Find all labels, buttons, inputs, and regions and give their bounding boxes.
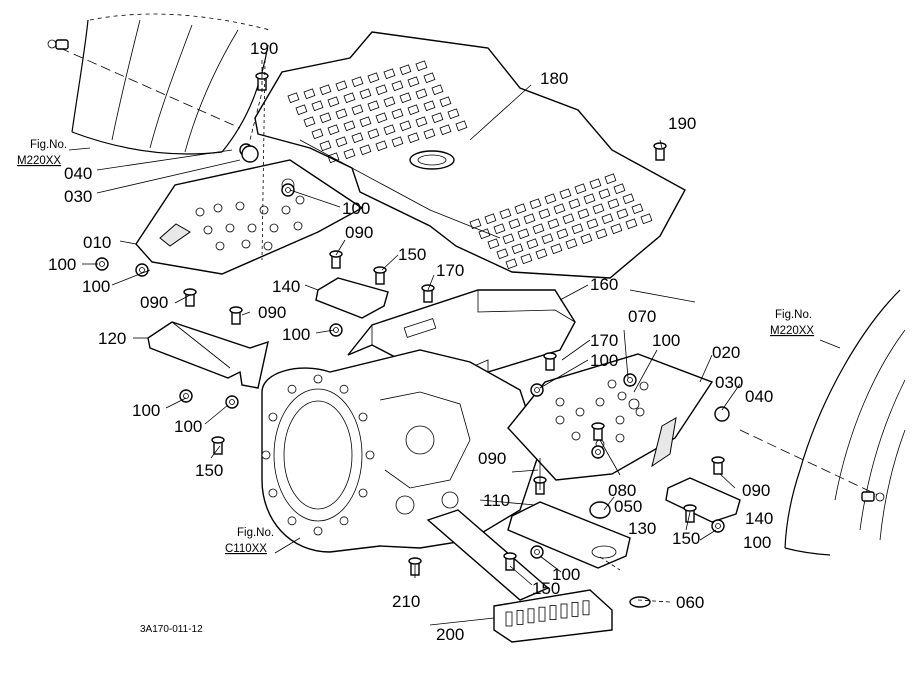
- callout-100-i[interactable]: 100: [743, 533, 771, 552]
- callout-130[interactable]: 130: [628, 519, 656, 538]
- svg-text:Fig.No.: Fig.No.: [30, 139, 67, 151]
- callout-160[interactable]: 160: [590, 275, 618, 294]
- callout-210[interactable]: 210: [392, 592, 420, 611]
- floor-mat-drawing: [254, 31, 686, 279]
- callout-050[interactable]: 050: [614, 497, 642, 516]
- callout-150-b[interactable]: 150: [195, 461, 223, 480]
- callout-090-e[interactable]: 090: [742, 481, 770, 500]
- right-step-plate-drawing: [507, 353, 714, 481]
- step-frame-drawing: [426, 509, 613, 643]
- callout-170-b[interactable]: 170: [590, 331, 618, 350]
- fig-ref-bottom[interactable]: Fig.No. C110XX: [225, 527, 274, 555]
- callout-100-c[interactable]: 100: [82, 277, 110, 296]
- callout-030-left[interactable]: 030: [64, 187, 92, 206]
- callout-090-a[interactable]: 090: [345, 223, 373, 242]
- callout-100-f[interactable]: 100: [590, 351, 618, 370]
- svg-text:Fig.No.: Fig.No.: [237, 527, 274, 539]
- callout-100-e[interactable]: 100: [652, 331, 680, 350]
- callout-080[interactable]: 080: [608, 481, 636, 500]
- callout-090-d[interactable]: 090: [478, 449, 506, 468]
- callout-040-right[interactable]: 040: [745, 387, 773, 406]
- callout-100-h[interactable]: 100: [174, 417, 202, 436]
- callout-090-b[interactable]: 090: [140, 293, 168, 312]
- callout-150-a[interactable]: 150: [398, 245, 426, 264]
- callout-090-c[interactable]: 090: [258, 303, 286, 322]
- svg-text:C110XX: C110XX: [225, 543, 267, 555]
- left-bracket-drawing: [147, 321, 269, 389]
- left-fender-drawing: [47, 13, 271, 155]
- step-slots: [505, 600, 590, 627]
- callout-110[interactable]: 110: [483, 491, 510, 510]
- right-bracket-drawing: [507, 501, 631, 569]
- fasteners: [95, 72, 730, 608]
- callout-180[interactable]: 180: [540, 69, 568, 88]
- drawing-code: 3A170-011-12: [140, 624, 203, 635]
- mat-tread-lower: [469, 173, 653, 270]
- callout-170-a[interactable]: 170: [436, 261, 464, 280]
- callout-140-b[interactable]: 140: [745, 509, 773, 528]
- svg-text:M220XX: M220XX: [770, 325, 814, 337]
- callout-100-d[interactable]: 100: [282, 325, 310, 344]
- callout-120[interactable]: 120: [98, 329, 126, 348]
- callout-labels: 190 180 190 040 030 100 010 090 150 100 …: [48, 39, 773, 644]
- callout-190-top[interactable]: 190: [250, 39, 278, 58]
- case-bolts: [261, 374, 375, 536]
- callout-190-right[interactable]: 190: [668, 114, 696, 133]
- callout-100-g[interactable]: 100: [132, 401, 160, 420]
- callout-140-a[interactable]: 140: [272, 277, 300, 296]
- fig-ref-right[interactable]: Fig.No. M220XX: [770, 309, 814, 337]
- transmission-case-drawing: [261, 349, 541, 553]
- callout-200[interactable]: 200: [436, 625, 464, 644]
- left-plate-holes: [195, 178, 305, 251]
- callout-150-d[interactable]: 150: [532, 579, 560, 598]
- callout-020[interactable]: 020: [712, 343, 740, 362]
- callout-030-right[interactable]: 030: [715, 373, 743, 392]
- callout-040-left[interactable]: 040: [64, 164, 92, 183]
- callout-010[interactable]: 010: [83, 233, 111, 252]
- mat-tread-upper: [287, 60, 468, 164]
- callout-060[interactable]: 060: [676, 593, 704, 612]
- small-plates-drawing: [315, 277, 741, 523]
- svg-text:M220XX: M220XX: [17, 155, 61, 167]
- callout-100-j[interactable]: 100: [552, 565, 580, 584]
- callout-070[interactable]: 070: [628, 307, 656, 326]
- svg-text:Fig.No.: Fig.No.: [775, 309, 812, 321]
- fig-ref-left[interactable]: Fig.No. M220XX: [17, 139, 67, 167]
- right-fender-drawing: [739, 289, 906, 556]
- left-step-plate-drawing: [135, 159, 364, 275]
- callout-100-b[interactable]: 100: [48, 255, 76, 274]
- callout-100-a[interactable]: 100: [342, 199, 370, 218]
- leader-lines: [68, 59, 841, 626]
- callout-150-c[interactable]: 150: [672, 529, 700, 548]
